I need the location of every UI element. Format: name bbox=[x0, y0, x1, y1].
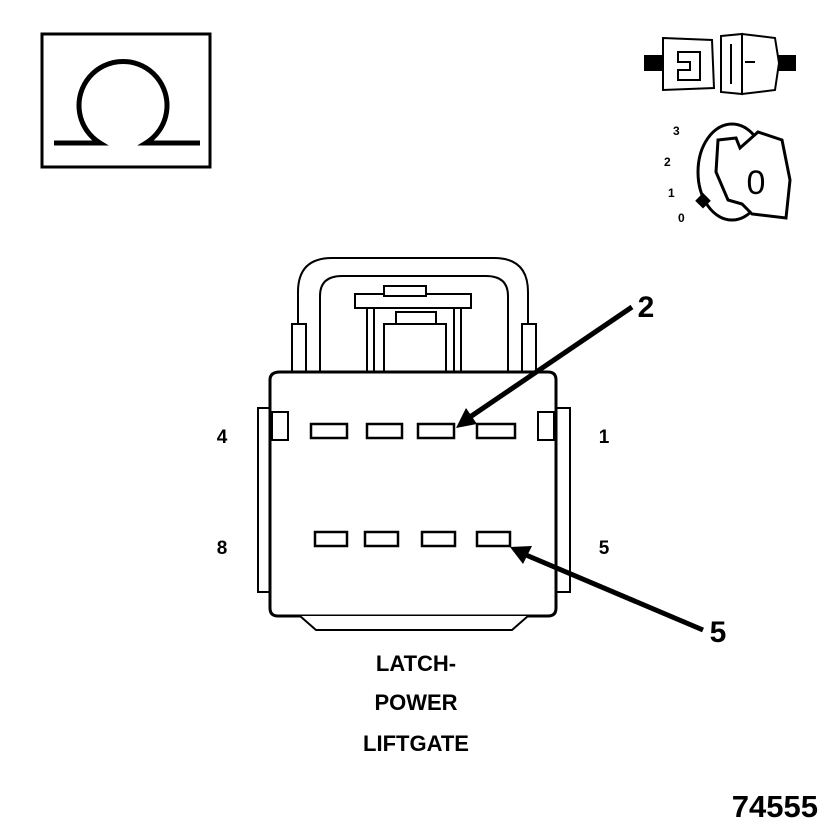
ohm-symbol-icon bbox=[40, 32, 212, 169]
cavity-6 bbox=[420, 530, 457, 548]
figure-number: 74555 bbox=[732, 789, 818, 824]
cavity-3 bbox=[365, 422, 404, 440]
ignition-position-1: 1 bbox=[668, 186, 675, 200]
callout-arrow-2 bbox=[456, 304, 634, 428]
cavity-7 bbox=[363, 530, 400, 548]
connector-face bbox=[257, 257, 571, 631]
cavity-label-bottom-right: 5 bbox=[599, 538, 610, 559]
connector-name-line-2: POWER bbox=[374, 690, 457, 715]
connector-name-line-1: LATCH- bbox=[376, 651, 456, 676]
ignition-key-icon: 3 2 1 0 0 bbox=[664, 122, 792, 225]
cavity-8 bbox=[313, 530, 349, 548]
callout-number-5: 5 bbox=[710, 616, 727, 649]
connector-plug-icon bbox=[644, 32, 796, 96]
callout-number-2: 2 bbox=[638, 291, 655, 324]
cavity-4 bbox=[309, 422, 349, 440]
cavity-label-top-left: 4 bbox=[217, 427, 228, 448]
cavity-1 bbox=[475, 422, 517, 440]
cavity-2 bbox=[416, 422, 456, 440]
ignition-key-text: 0 bbox=[747, 164, 766, 202]
ignition-position-2: 2 bbox=[664, 155, 671, 169]
callout-arrow-5 bbox=[510, 546, 704, 633]
cavity-label-bottom-left: 8 bbox=[217, 538, 228, 559]
cavity-5 bbox=[475, 530, 512, 548]
ignition-position-3: 3 bbox=[673, 124, 680, 138]
connector-name-line-3: LIFTGATE bbox=[363, 731, 469, 756]
ignition-position-0: 0 bbox=[678, 211, 685, 225]
cavity-label-top-right: 1 bbox=[599, 427, 610, 448]
